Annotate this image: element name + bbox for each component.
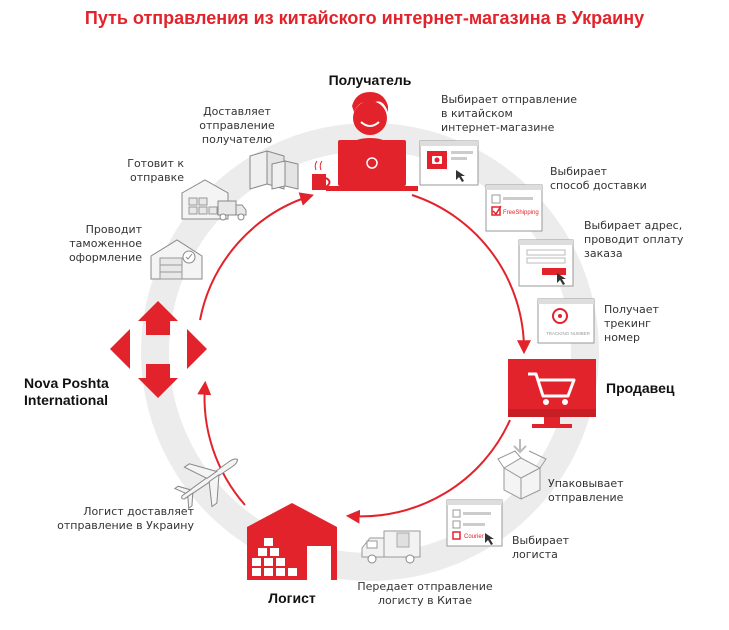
step-customs: Проводит таможенное оформление: [68, 223, 142, 264]
logist-form-icon: Courier: [446, 499, 503, 547]
customs-warehouse-icon: [150, 239, 203, 280]
arrow-logist-to-nova: [197, 380, 246, 506]
gray-ring: [141, 123, 599, 581]
person-laptop-icon: [326, 92, 418, 191]
checkbox-window-icon: FreeShipping: [485, 184, 543, 232]
step-hand-over: Передает отправление логисту в Китае: [357, 580, 493, 607]
step-choose-delivery: Выбирает способ доставки: [550, 165, 647, 192]
step-deliver-recipient: Доставляет отправление получателю: [199, 105, 275, 146]
browser-camera-icon: [419, 140, 479, 186]
arrow-recipient-to-seller: [411, 194, 532, 355]
free-shipping-text: FreeShipping: [503, 210, 539, 216]
courier-text: Courier: [464, 534, 484, 540]
step-pack: Упаковывает отправление: [548, 477, 624, 504]
node-logist-label: Логист: [268, 590, 316, 606]
step-prepare: Готовит к отправке: [127, 157, 184, 184]
warehouse-icon: [247, 503, 337, 580]
node-recipient-label: Получатель: [328, 72, 412, 88]
node-nova-poshta-label: Nova Poshta International: [24, 375, 109, 408]
parcel-boxes-icon: [249, 150, 299, 190]
tracking-number-text: TRACKING NUMBER: [546, 331, 591, 336]
arrow-nova-to-recipient: [199, 192, 314, 321]
monitor-cart-icon: [508, 359, 596, 428]
step-choose-logist: Выбирает логиста: [512, 534, 570, 561]
page-title: Путь отправления из китайского интернет-…: [84, 8, 645, 28]
node-seller-label: Продавец: [606, 380, 675, 396]
tracking-location-icon: TRACKING NUMBER: [537, 298, 595, 344]
arrow-seller-to-logist: [345, 419, 511, 524]
coffee-cup-icon: [312, 160, 331, 190]
warehouse-truck-icon: [181, 179, 247, 221]
direction-arrows-icon: [110, 301, 207, 398]
open-box-icon: [497, 439, 547, 500]
step-choose-address: Выбирает адрес, проводит оплату заказа: [584, 219, 684, 260]
step-choose-shipment: Выбирает отправление в китайском интерне…: [441, 93, 578, 134]
step-deliver-ukraine: Логист доставляет отправление в Украину: [57, 505, 194, 532]
airplane-icon: [173, 458, 238, 510]
delivery-truck-icon: [361, 530, 421, 564]
payment-form-icon: [518, 239, 574, 287]
step-get-tracking: Получает трекинг номер: [604, 303, 659, 344]
